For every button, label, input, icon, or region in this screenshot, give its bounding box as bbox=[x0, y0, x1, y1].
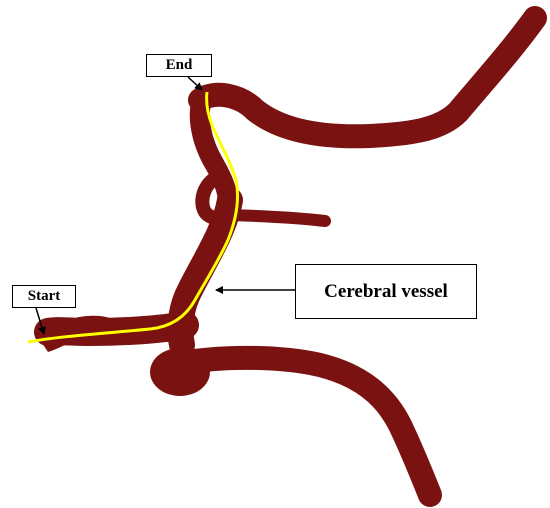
vessel-lower-branch bbox=[170, 358, 430, 495]
end-label: End bbox=[146, 54, 212, 77]
vessel-middle-branch bbox=[232, 215, 325, 221]
vessel-model bbox=[40, 18, 535, 495]
cerebral-vessel-label: Cerebral vessel bbox=[295, 264, 477, 319]
start-label: Start bbox=[12, 285, 76, 308]
vessel-upper-branch bbox=[200, 18, 535, 136]
end-arrow bbox=[188, 77, 202, 90]
